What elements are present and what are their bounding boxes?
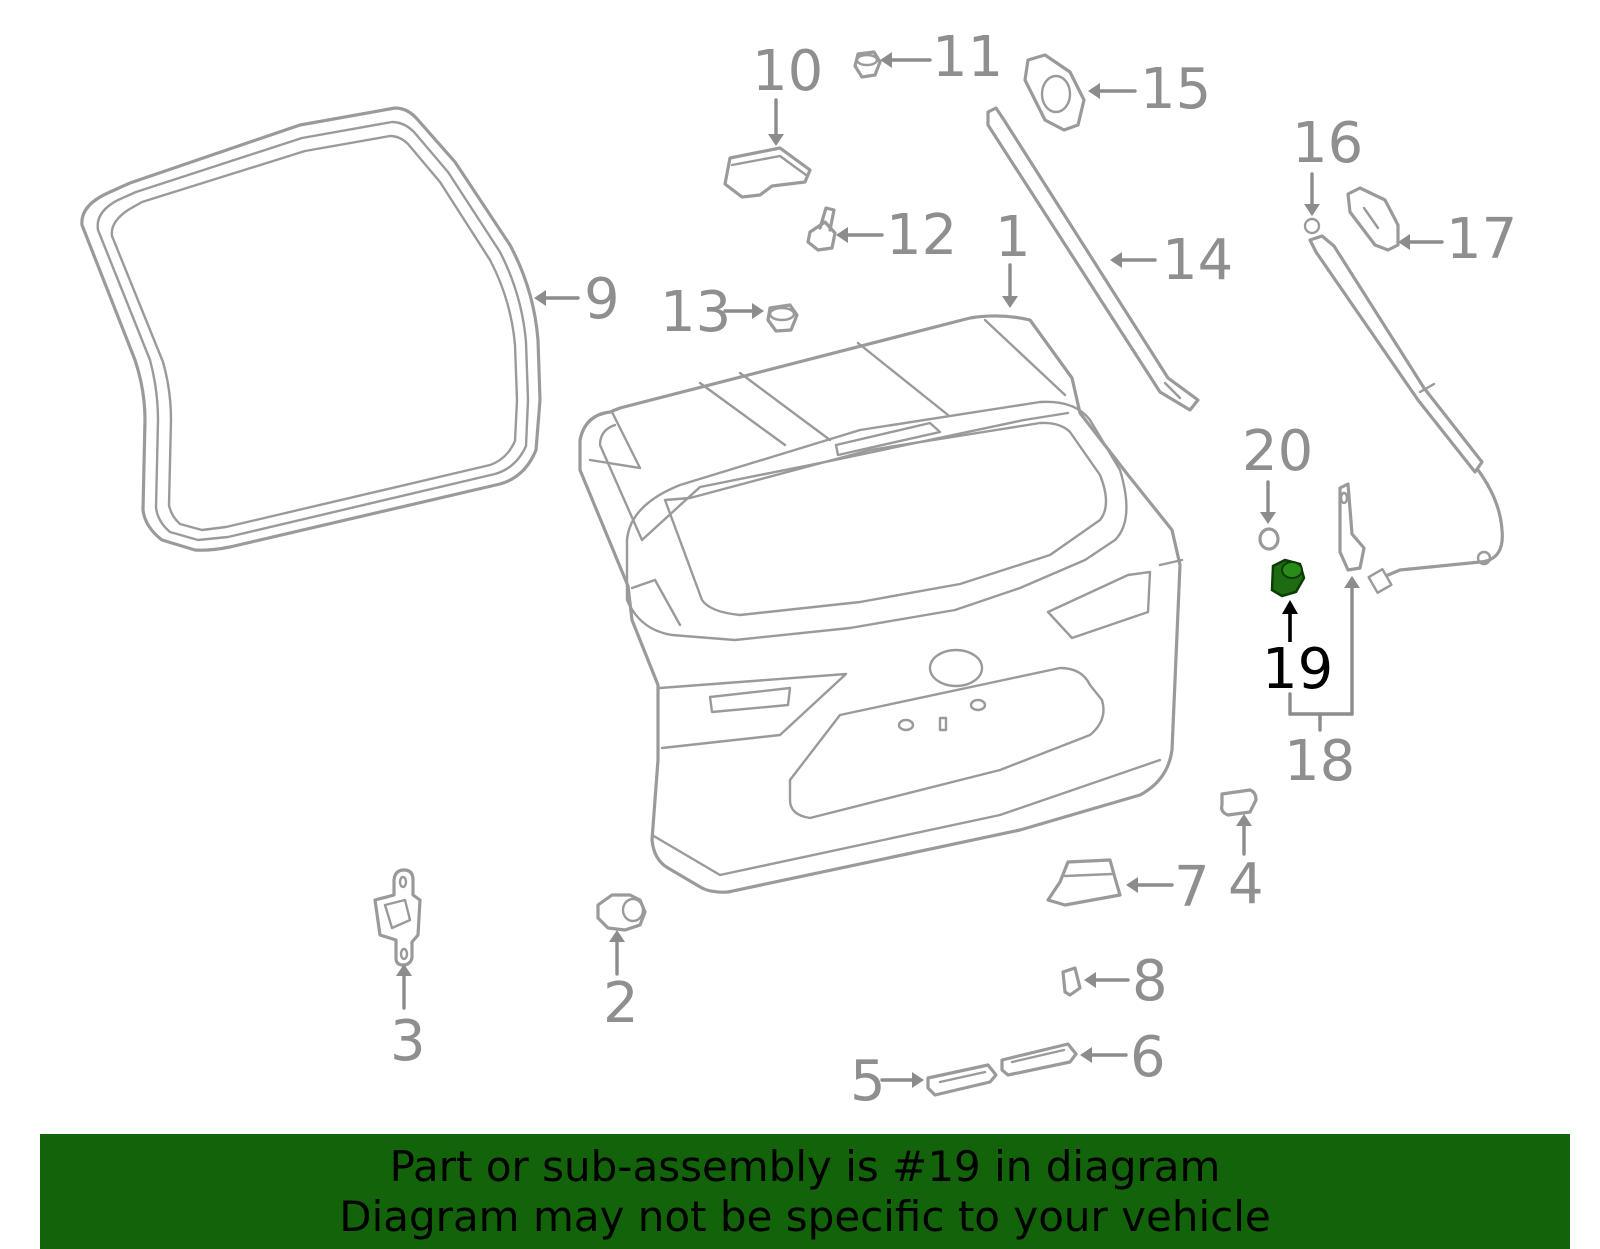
part-12-bolt <box>806 206 837 252</box>
part-8-clip <box>1061 966 1082 997</box>
part-strut-right <box>1308 234 1504 594</box>
callout-4: 4 <box>1228 852 1264 917</box>
part-18-bracket <box>1338 482 1366 572</box>
callout-3: 3 <box>390 1009 426 1074</box>
callout-9: 9 <box>584 267 620 332</box>
banner-line-2: Diagram may not be specific to your vehi… <box>339 1191 1271 1241</box>
part-5-pad <box>926 1063 998 1097</box>
leader-lines <box>396 52 1444 1088</box>
callout-16: 16 <box>1292 111 1363 176</box>
part-2-cap <box>596 893 647 932</box>
part-1-back-door <box>578 314 1184 894</box>
callout-20: 20 <box>1242 419 1313 484</box>
callout-15: 15 <box>1140 57 1211 122</box>
callout-10: 10 <box>752 39 823 104</box>
callout-13: 13 <box>660 280 731 345</box>
part-20-washer <box>1258 527 1280 551</box>
callout-7: 7 <box>1174 855 1210 920</box>
callout-12: 12 <box>886 203 957 268</box>
callout-labels: 1 2 3 4 5 6 7 8 9 10 11 12 13 14 15 16 1… <box>390 25 1517 1114</box>
part-7-handle <box>1046 858 1122 907</box>
part-15-plate <box>1023 53 1086 132</box>
part-16-ball-stud <box>1303 217 1321 235</box>
banner-line-1: Part or sub-assembly is #19 in diagram <box>389 1141 1221 1191</box>
part-19-highlighted <box>1270 558 1306 598</box>
part-13-nut <box>766 303 799 333</box>
info-banner: Part or sub-assembly is #19 in diagram D… <box>40 1134 1570 1249</box>
part-9-weatherstrip <box>80 106 542 552</box>
part-10-bracket <box>723 146 812 199</box>
callout-17: 17 <box>1446 207 1517 272</box>
part-14-strut <box>986 106 1200 412</box>
callout-1: 1 <box>995 205 1031 270</box>
part-11-nut <box>853 50 882 79</box>
callout-2: 2 <box>603 971 639 1036</box>
part-17-bracket <box>1346 186 1400 252</box>
callout-8: 8 <box>1132 949 1168 1014</box>
callout-6: 6 <box>1130 1025 1166 1090</box>
leader-19 <box>1282 600 1298 642</box>
callout-19-highlighted: 19 <box>1262 637 1333 702</box>
callout-11: 11 <box>932 25 1003 90</box>
part-3-striker <box>373 868 422 967</box>
callout-5: 5 <box>850 1049 886 1114</box>
part-6-pad <box>1000 1042 1078 1077</box>
callout-18: 18 <box>1284 729 1355 794</box>
part-4-cap <box>1220 788 1258 817</box>
callout-14: 14 <box>1162 228 1233 293</box>
